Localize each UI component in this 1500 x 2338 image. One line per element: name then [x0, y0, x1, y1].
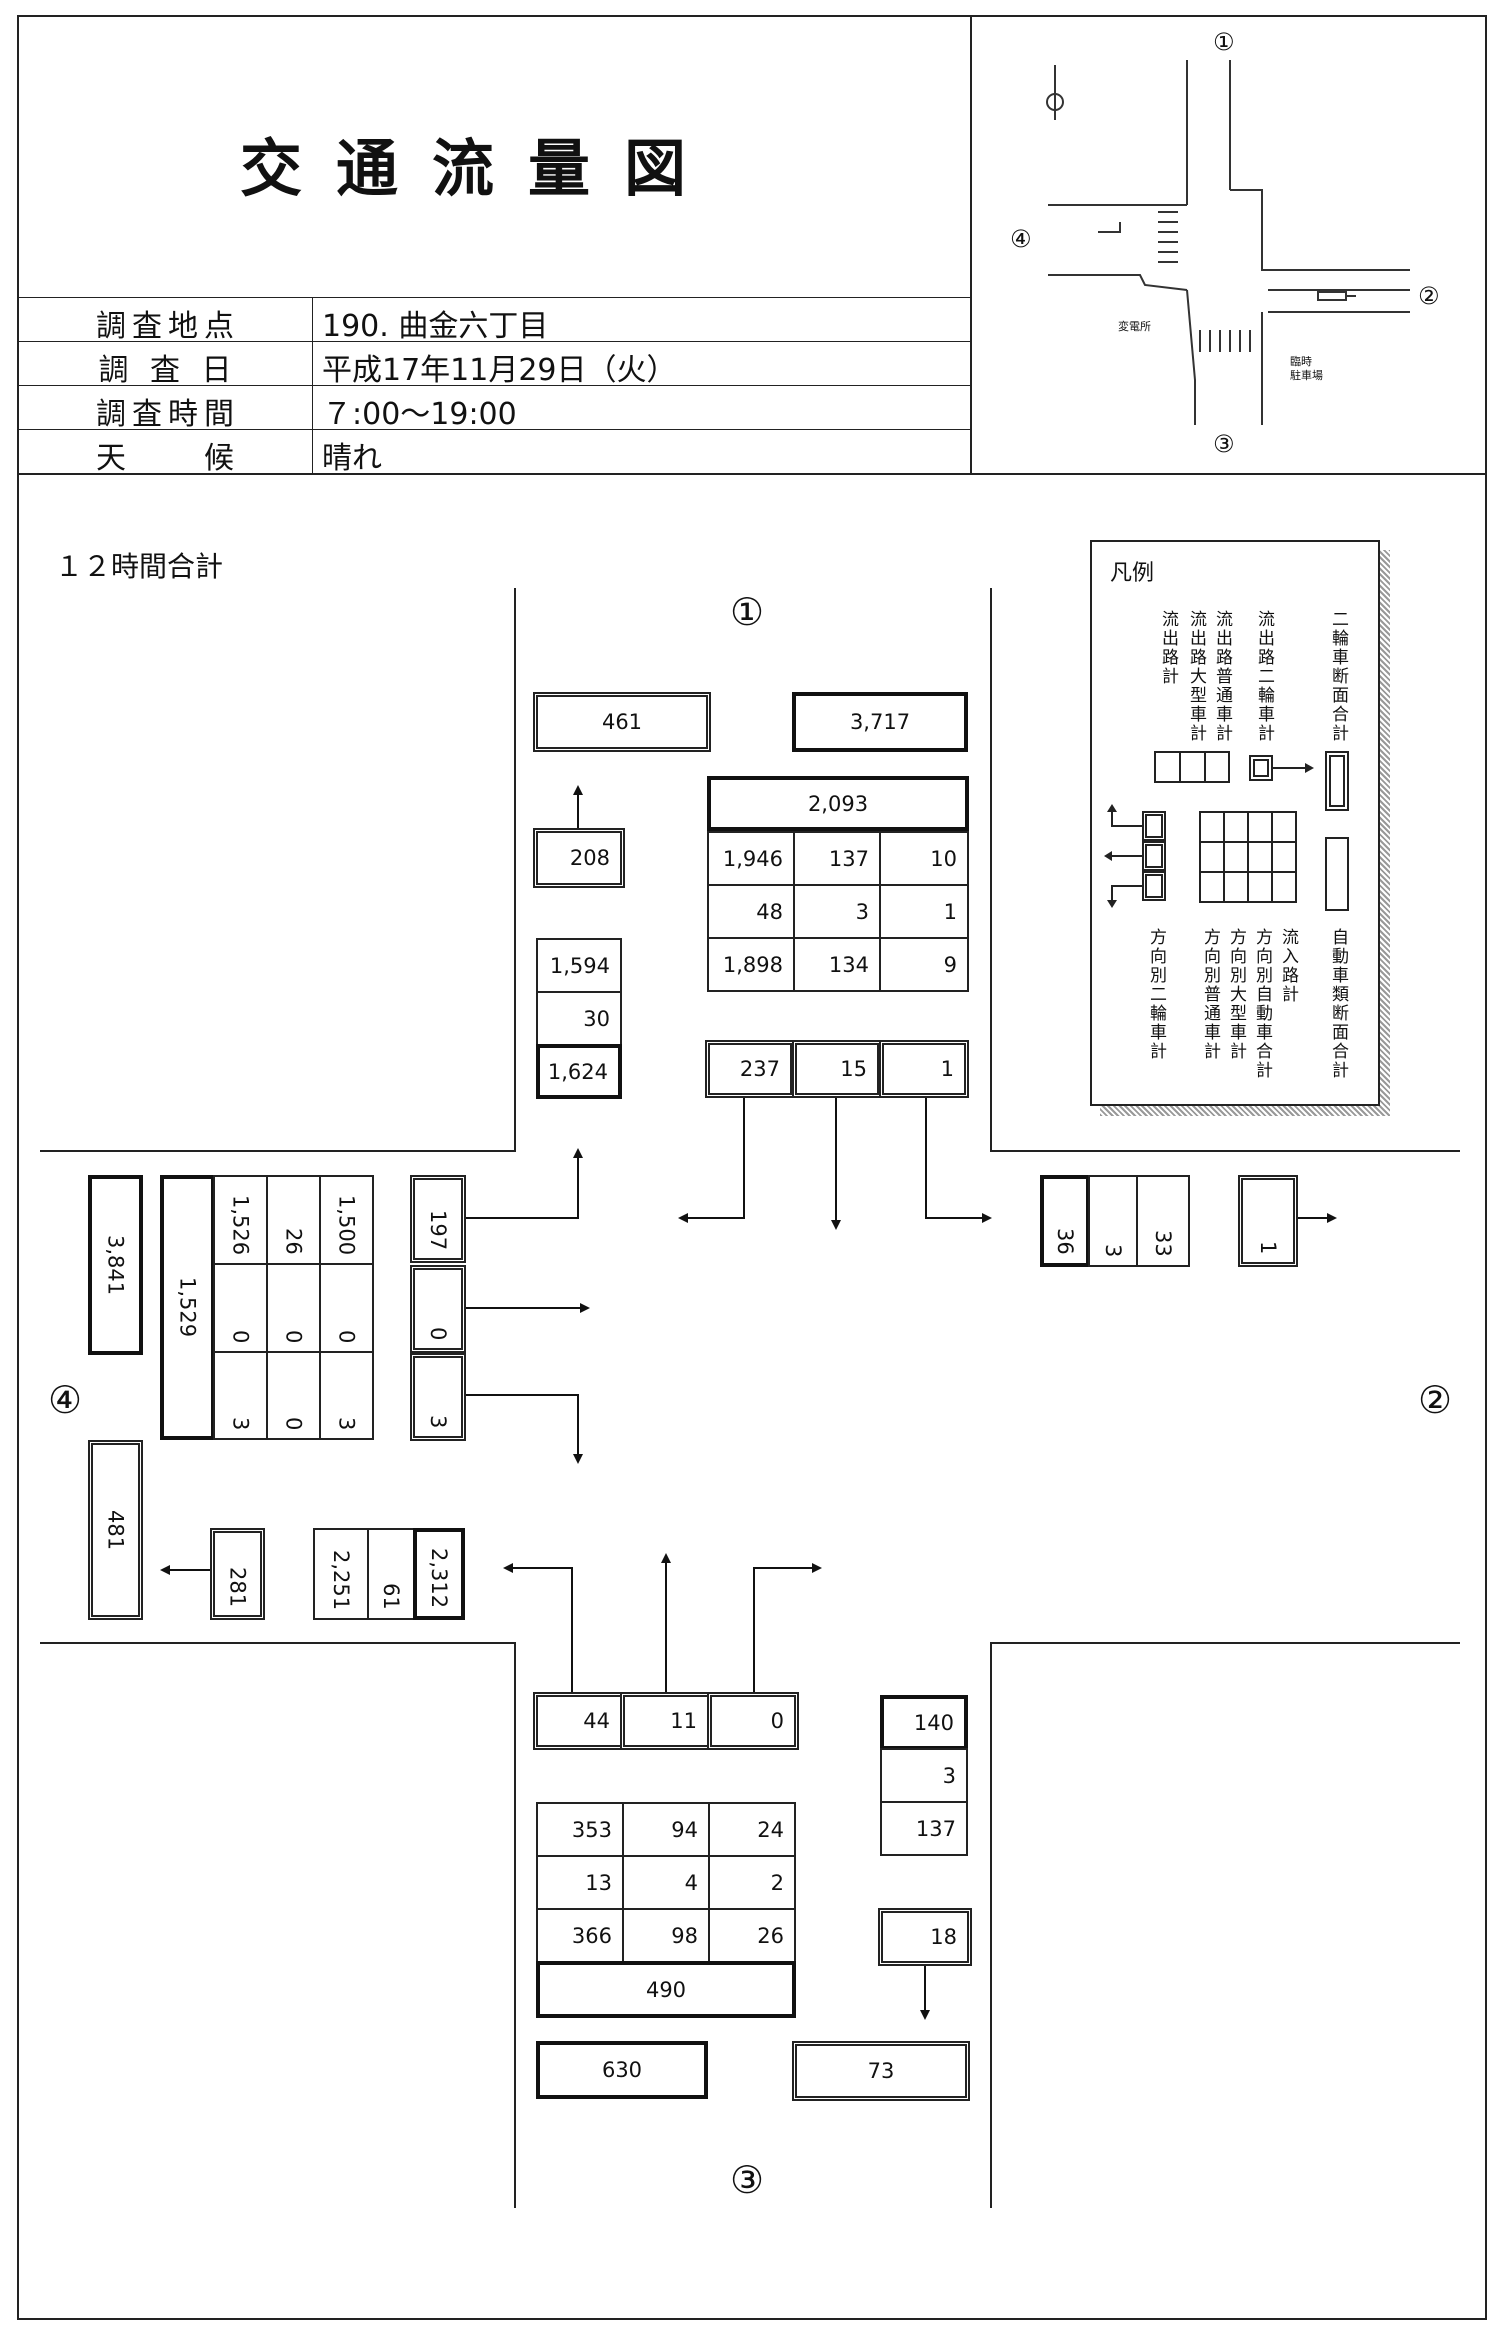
page-frame	[17, 15, 1487, 2320]
approach-2-label: ②	[1418, 1378, 1453, 1422]
north-out-split-total: 1,624	[536, 1044, 622, 1099]
south-grid-cell: 4	[622, 1855, 710, 1910]
field-label-weather: 天 候	[96, 441, 240, 476]
west-out-split-total: 2,312	[413, 1528, 465, 1620]
legend-box	[1090, 540, 1380, 1106]
field-label-time: 調査時間	[96, 397, 240, 432]
road-edge	[40, 1642, 516, 1644]
road-edge	[990, 1642, 992, 2208]
west-out-total: 481	[88, 1440, 143, 1620]
legend-label: 流出路二輪車計	[1254, 610, 1274, 743]
map-label-4: ④	[1010, 225, 1032, 253]
south-out-moto: 18	[878, 1908, 972, 1966]
north-grid-cell: 9	[879, 937, 969, 992]
south-in-total: 490	[536, 1961, 796, 2018]
east-out-split: 33	[1136, 1175, 1190, 1267]
info-row-line	[17, 341, 970, 342]
north-out-total: 461	[533, 692, 711, 752]
road-edge	[990, 588, 992, 1151]
north-out-split: 30	[536, 991, 622, 1046]
field-value-time: ７:00～19:00	[322, 397, 517, 432]
north-grid-cell: 10	[879, 831, 969, 886]
map-label-1: ①	[1213, 28, 1235, 56]
west-out-split: 2,251	[313, 1528, 369, 1620]
legend-label: 流出路計	[1158, 610, 1178, 686]
info-row-line	[17, 297, 970, 298]
legend-label: 方向別普通車計	[1200, 928, 1220, 1061]
east-out-moto: 1	[1238, 1175, 1298, 1267]
info-row-line	[17, 429, 970, 430]
west-grid-cell: 26	[266, 1175, 321, 1265]
field-value-location: 190. 曲金六丁目	[322, 309, 549, 344]
north-dir-moto: 1	[879, 1040, 969, 1098]
map-label-2: ②	[1418, 282, 1440, 310]
legend-label: 自動車類断面合計	[1328, 928, 1348, 1080]
south-cross-total: 630	[536, 2041, 708, 2099]
map-label-substation: 変電所	[1118, 320, 1151, 333]
south-grid-cell: 94	[622, 1802, 710, 1857]
header-divider	[17, 473, 1487, 475]
north-grid-cell: 1,898	[707, 937, 795, 992]
west-dir-moto: 0	[410, 1265, 466, 1353]
east-out-split: 3	[1088, 1175, 1138, 1267]
field-label-location: 調査地点	[96, 309, 240, 344]
field-value-weather: 晴れ	[322, 441, 382, 476]
subtitle: １２時間合計	[55, 550, 224, 583]
road-edge	[990, 1642, 1460, 1644]
west-grid-cell: 1,500	[319, 1175, 374, 1265]
road-edge	[990, 1150, 1460, 1152]
west-dir-moto: 3	[410, 1353, 466, 1441]
road-edge	[514, 588, 516, 1151]
south-grid-cell: 13	[536, 1855, 624, 1910]
page-title: 交通流量図	[240, 132, 721, 205]
map-label-3: ③	[1213, 430, 1235, 458]
south-out-split: 137	[880, 1801, 968, 1856]
approach-4-label: ④	[48, 1378, 83, 1422]
road-edge	[514, 1642, 516, 2208]
legend-label: 流出路大型車計	[1186, 610, 1206, 743]
legend-label: 流出路普通車計	[1212, 610, 1232, 743]
field-value-date: 平成17年11月29日（火）	[322, 353, 677, 388]
legend-label: 方向別大型車計	[1226, 928, 1246, 1061]
legend-title: 凡例	[1110, 561, 1155, 586]
approach-1-label: ①	[730, 590, 765, 634]
west-out-split: 61	[367, 1528, 415, 1620]
legend-label: 二輪車断面合計	[1328, 610, 1348, 743]
east-out-split-total: 36	[1040, 1175, 1090, 1267]
west-out-moto: 281	[210, 1528, 265, 1620]
north-out-moto: 208	[533, 828, 625, 888]
north-dir-moto: 237	[705, 1040, 795, 1098]
south-dir-moto: 11	[620, 1692, 712, 1750]
west-grid-cell: 0	[319, 1263, 374, 1353]
approach-3-label: ③	[730, 2158, 765, 2202]
south-out-split-total: 140	[880, 1695, 968, 1750]
info-col-line	[312, 297, 313, 473]
north-cross-total: 3,717	[792, 692, 968, 752]
south-out-total: 73	[792, 2041, 970, 2101]
south-grid-cell: 353	[536, 1802, 624, 1857]
field-label-date: 調 査 日	[98, 353, 238, 388]
north-grid-cell: 134	[793, 937, 881, 992]
west-cross-total: 3,841	[88, 1175, 143, 1355]
map-divider	[970, 15, 972, 473]
info-row-line	[17, 385, 970, 386]
north-grid-cell: 1,946	[707, 831, 795, 886]
legend-label: 方向別二輪車計	[1146, 928, 1166, 1061]
road-edge	[40, 1150, 516, 1152]
map-label-parking: 臨時 駐車場	[1290, 355, 1323, 382]
north-dir-moto: 15	[792, 1040, 882, 1098]
north-grid-cell: 1	[879, 884, 969, 939]
legend-label: 方向別自動車合計	[1252, 928, 1272, 1080]
west-grid-cell: 3	[319, 1351, 374, 1440]
north-in-total: 2,093	[707, 776, 969, 831]
legend-label: 流入路計	[1278, 928, 1298, 1004]
south-dir-moto: 0	[707, 1692, 799, 1750]
west-dir-moto: 197	[410, 1175, 466, 1263]
south-grid-cell: 2	[708, 1855, 796, 1910]
